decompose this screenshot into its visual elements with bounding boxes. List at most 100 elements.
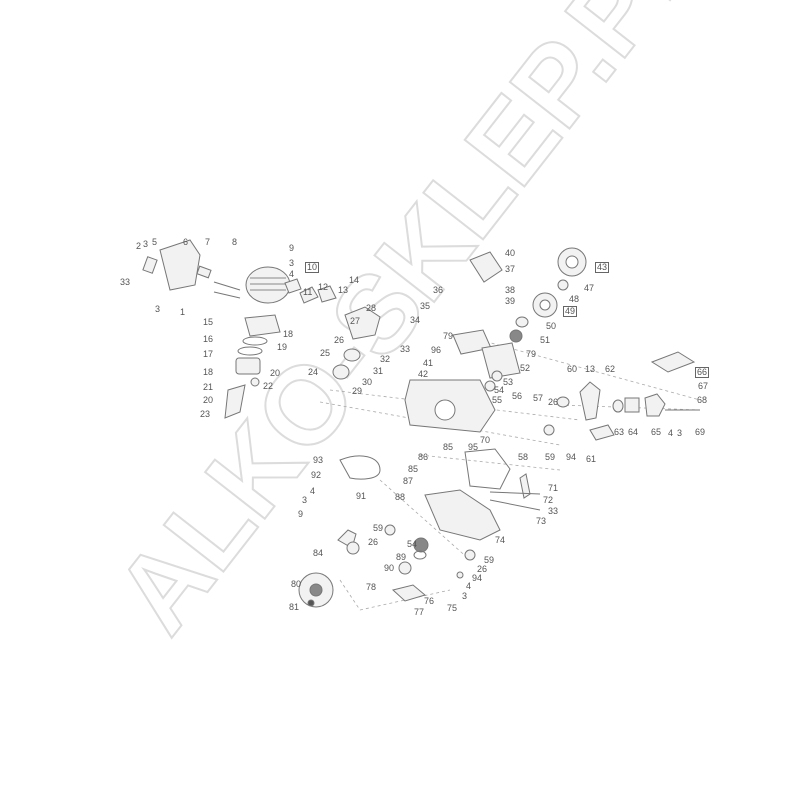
part-callout: 88 — [395, 492, 406, 502]
part-callout: 69 — [695, 427, 706, 437]
part-callout: 15 — [203, 317, 214, 327]
part-callout: 54 — [407, 539, 418, 549]
part-callout: 18 — [203, 367, 214, 377]
crankcase-parts — [332, 247, 700, 441]
part-callout: 3 — [143, 239, 149, 249]
part-callout: 14 — [349, 275, 360, 285]
part-callout: 57 — [533, 393, 544, 403]
part-callout: 4 — [668, 428, 674, 438]
part-callout: 11 — [303, 287, 313, 297]
part-callout: 53 — [503, 377, 514, 387]
part-callout: 66 — [695, 367, 710, 378]
part-callout: 51 — [540, 335, 551, 345]
part-callout: 81 — [289, 602, 300, 612]
part-callout: 62 — [605, 364, 616, 374]
part-callout: 20 — [270, 368, 281, 378]
part-callout: 41 — [423, 358, 434, 368]
part-callout: 33 — [120, 277, 131, 287]
part-callout: 29 — [352, 386, 363, 396]
part-callout: 21 — [203, 382, 214, 392]
part-callout: 67 — [698, 381, 709, 391]
part-callout: 17 — [203, 349, 214, 359]
part-callout: 60 — [567, 364, 578, 374]
part-callout: 9 — [289, 243, 295, 253]
part-callout: 24 — [308, 367, 319, 377]
part-callout: 3 — [302, 495, 308, 505]
part-callout: 59 — [545, 452, 556, 462]
part-callout: 5 — [152, 237, 158, 247]
part-callout: 79 — [526, 349, 537, 359]
part-callout: 3 — [155, 304, 161, 314]
part-callout: 80 — [291, 579, 302, 589]
part-callout: 59 — [484, 555, 495, 565]
part-callout: 7 — [205, 237, 211, 247]
part-callout: 3 — [677, 428, 683, 438]
part-callout: 65 — [651, 427, 662, 437]
lower-parts — [298, 448, 541, 608]
part-callout: 86 — [418, 452, 429, 462]
part-callout: 18 — [283, 329, 294, 339]
part-callout: 52 — [520, 363, 531, 373]
part-callout: 58 — [518, 452, 529, 462]
part-callout: 47 — [584, 283, 595, 293]
part-callout: 3 — [462, 591, 468, 601]
part-callout: 96 — [431, 345, 442, 355]
part-callout: 85 — [408, 464, 419, 474]
part-callout: 43 — [595, 262, 610, 273]
part-callout: 3 — [289, 258, 295, 268]
part-callout: 40 — [505, 248, 516, 258]
part-callout: 13 — [585, 364, 596, 374]
part-callout: 74 — [495, 535, 506, 545]
part-callout: 48 — [569, 294, 580, 304]
part-callout: 20 — [203, 395, 214, 405]
part-callout: 94 — [566, 452, 577, 462]
part-callout: 1 — [180, 307, 186, 317]
part-callout: 13 — [338, 285, 349, 295]
part-callout: 95 — [468, 442, 479, 452]
part-callout: 90 — [384, 563, 395, 573]
part-callout: 4 — [289, 269, 295, 279]
part-callout: 39 — [505, 296, 516, 306]
part-callout: 36 — [433, 285, 444, 295]
part-callout: 4 — [310, 486, 316, 496]
part-callout: 50 — [546, 321, 557, 331]
part-callout: 85 — [443, 442, 454, 452]
part-callout: 87 — [403, 476, 414, 486]
part-callout: 72 — [543, 495, 554, 505]
part-callout: 71 — [548, 483, 559, 493]
part-callout: 6 — [183, 237, 189, 247]
part-callout: 22 — [263, 381, 274, 391]
part-callout: 79 — [443, 331, 454, 341]
part-callout: 70 — [480, 435, 491, 445]
cylinder-parts — [142, 239, 337, 419]
part-callout: 28 — [366, 303, 377, 313]
watermark: ALKO-SKLEP.PL — [91, 0, 727, 656]
part-callout: 94 — [472, 573, 483, 583]
part-callout: 92 — [311, 470, 322, 480]
part-callout: 42 — [418, 369, 429, 379]
part-callout: 9 — [298, 509, 304, 519]
part-callout: 34 — [410, 315, 421, 325]
part-callout: 63 — [614, 427, 625, 437]
part-callout: 91 — [356, 491, 367, 501]
part-callout: 26 — [548, 397, 559, 407]
part-callout: 2 — [136, 241, 142, 251]
part-callout: 8 — [232, 237, 238, 247]
part-callout: 56 — [512, 391, 523, 401]
part-callout: 61 — [586, 454, 597, 464]
part-callout: 33 — [400, 344, 411, 354]
part-callout: 78 — [366, 582, 377, 592]
part-callout: 77 — [414, 607, 425, 617]
part-callout: 64 — [628, 427, 639, 437]
part-callout: 38 — [505, 285, 516, 295]
part-callout: 10 — [305, 262, 320, 273]
part-callout: 12 — [318, 282, 329, 292]
part-callout: 19 — [277, 342, 288, 352]
part-callout: 93 — [313, 455, 324, 465]
part-callout: 32 — [380, 354, 391, 364]
part-callout: 76 — [424, 596, 435, 606]
part-callout: 84 — [313, 548, 324, 558]
part-callout: 4 — [466, 581, 472, 591]
